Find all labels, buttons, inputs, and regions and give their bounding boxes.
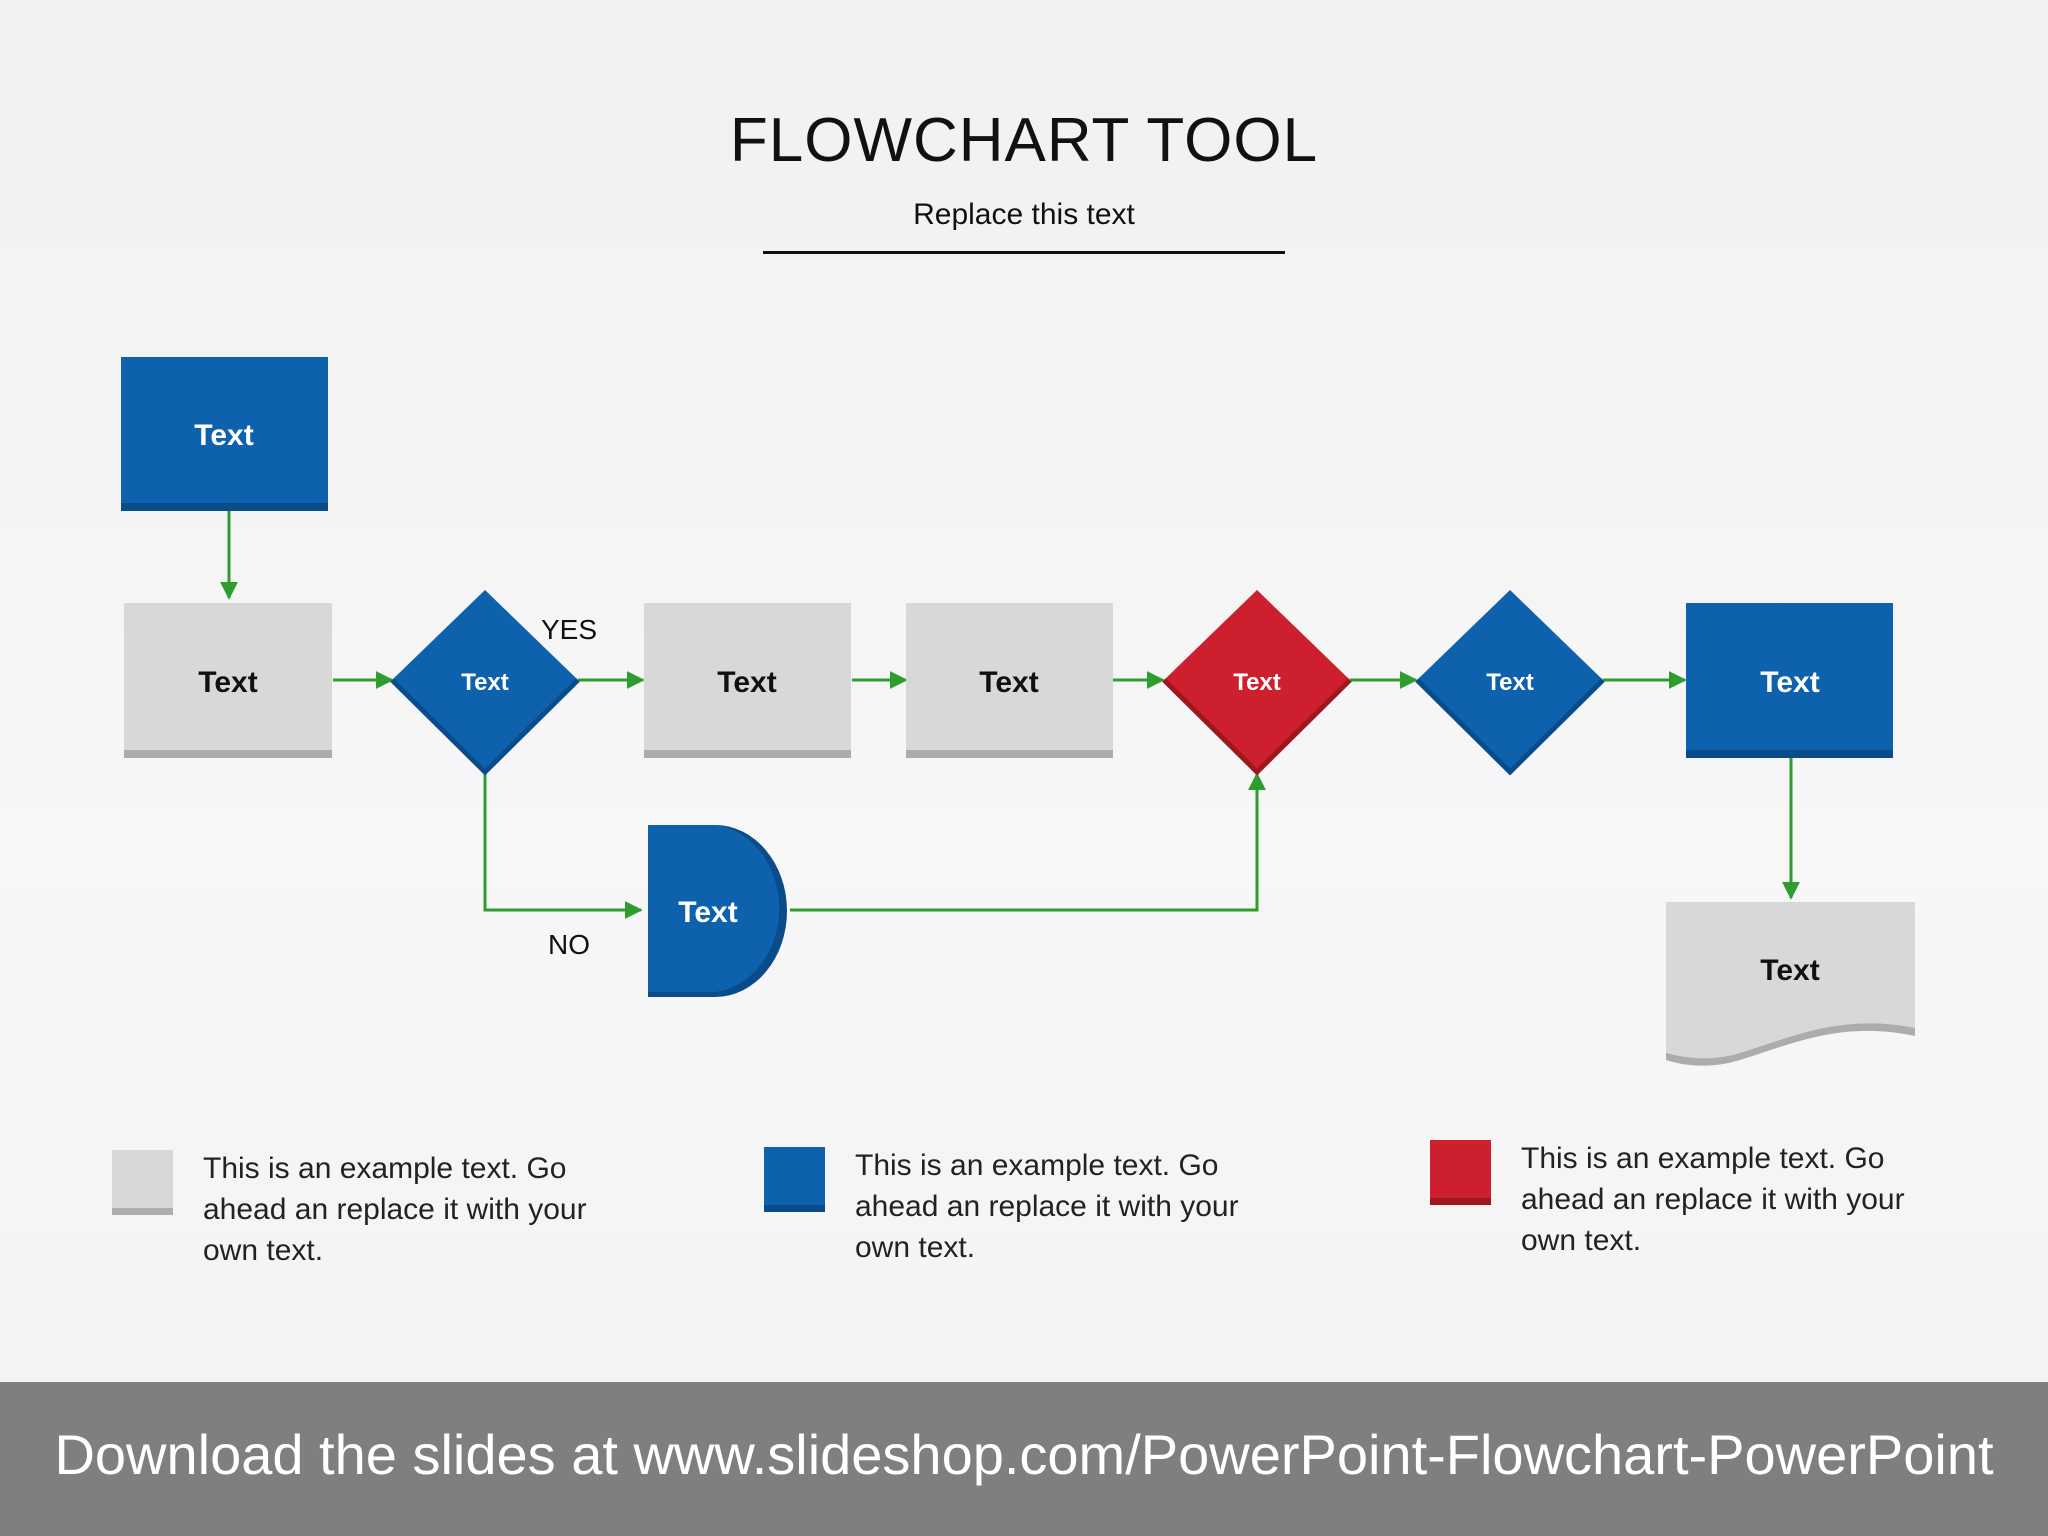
node-decision1: Text xyxy=(390,590,580,776)
slide-subtitle: Replace this text xyxy=(913,198,1135,231)
node-decision-red: Text xyxy=(1162,590,1352,776)
node-document-label: Text xyxy=(1760,954,1819,987)
node-step3-label: Text xyxy=(979,666,1038,699)
node-start-label: Text xyxy=(194,419,253,452)
node-decision-red-label: Text xyxy=(1233,669,1281,696)
node-step2-label: Text xyxy=(717,666,776,699)
node-delay: Text xyxy=(648,825,787,997)
node-document: Text xyxy=(1666,902,1915,1066)
node-decision2: Text xyxy=(1415,590,1605,776)
node-decision1-label: Text xyxy=(461,669,509,696)
node-step1: Text xyxy=(124,603,332,758)
node-start: Text xyxy=(121,357,328,511)
node-decision2-label: Text xyxy=(1486,669,1534,696)
node-step4-label: Text xyxy=(1760,666,1819,699)
flowchart: Text Text Text Text Text Text Text xyxy=(121,357,1915,1066)
branch-yes-label: YES xyxy=(541,614,597,645)
legend-text-blue: This is an example text. Go ahead an rep… xyxy=(855,1149,1239,1264)
branch-no-label: NO xyxy=(548,929,590,960)
connector-delay-decision-red xyxy=(790,772,1266,912)
legend-swatch-gray xyxy=(112,1150,173,1215)
legend-text-gray: This is an example text. Go ahead an rep… xyxy=(203,1152,587,1267)
slide-title: FLOWCHART TOOL xyxy=(729,106,1319,175)
legend-text-red: This is an example text. Go ahead an rep… xyxy=(1521,1142,1905,1257)
node-delay-label: Text xyxy=(678,896,737,929)
node-step4: Text xyxy=(1686,603,1893,758)
node-step1-label: Text xyxy=(198,666,257,699)
connectors xyxy=(220,511,1800,919)
title-underline xyxy=(763,251,1285,254)
legend-swatch-red xyxy=(1430,1140,1491,1205)
legend-swatch-blue xyxy=(764,1147,825,1212)
node-step3: Text xyxy=(906,603,1113,758)
footer-download-link[interactable]: Download the slides at www.slideshop.com… xyxy=(54,1423,1994,1486)
connector-decision1-delay xyxy=(483,772,643,919)
footer-bar: Download the slides at www.slideshop.com… xyxy=(0,1382,2048,1536)
node-step2: Text xyxy=(644,603,851,758)
